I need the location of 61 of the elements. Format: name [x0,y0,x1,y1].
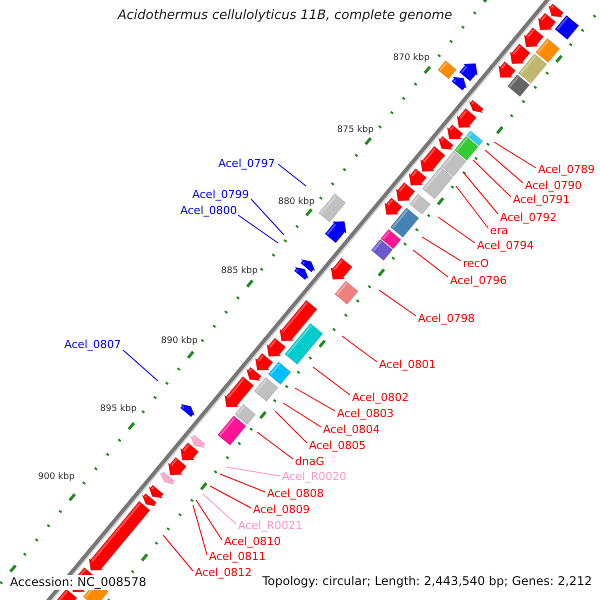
scale-label: 880 kbp [278,196,315,209]
scale-label: 900 kbp [38,471,75,484]
leader-line [438,216,476,244]
gene-label: Acel_0811 [209,550,266,563]
gene-label: Acel_0809 [253,503,310,516]
leader-line [256,432,294,460]
gene-label: Acel_0794 [477,239,534,252]
leader-line [462,172,498,214]
leader-line [196,500,222,540]
gene-label: Acel_R0020 [282,470,346,483]
leader-line [422,236,462,262]
scale-label: 870 kbp [393,52,430,65]
leader-line [226,466,280,476]
leader-line [210,486,252,508]
gene-label: Acel_0789 [538,163,595,176]
gene-label: Acel_0797 [218,157,275,170]
gene-label: Acel_0792 [500,211,557,224]
scale-label: 875 kbp [337,124,374,137]
gene-label: Acel_0807 [64,338,121,351]
gene-label: Acel_0796 [450,274,507,287]
gene-label: era [490,224,508,237]
scale-label: 895 kbp [100,403,137,416]
gene-label: Acel_0790 [525,179,582,192]
leader-line [494,142,536,168]
leader-line [202,494,236,524]
gene-label: recO [463,257,489,270]
leader-line [122,350,158,382]
gene-label: Acel_0808 [267,487,324,500]
genome-stats-text: Topology: circular; Length: 2,443,540 bp; Genes: 2,212 [262,575,592,588]
gene-label: Acel_R0021 [238,519,302,532]
gene-label: Acel_0799 [192,188,249,201]
leader-line [238,214,278,244]
leader-line [484,150,524,184]
gene-label: Acel_0805 [309,439,366,452]
gene-label: dnaG [295,455,324,468]
leader-line [412,250,448,278]
gene-label: Acel_0803 [337,407,394,420]
leader-line [220,474,266,492]
gene-label: Acel_0801 [379,358,436,371]
leader-line [472,160,512,198]
leader-line [282,402,322,428]
leader-line [192,504,208,556]
scale-label: 890 kbp [161,335,198,348]
leader-line [274,410,308,444]
gene-label: Acel_0798 [418,312,475,325]
gene-label: Acel_0800 [180,204,237,217]
gene-label: Acel_0810 [224,535,281,548]
leader-line [456,186,488,228]
leader-line [278,164,306,186]
scale-label: 885 kbp [221,265,258,278]
title: Acidothermus cellulolyticus 11B, complete genome [116,9,454,22]
gene-label: Acel_0791 [513,193,570,206]
gene-label: Acel_0802 [352,391,409,404]
leader-line [294,388,336,412]
leader-line [162,534,194,572]
leader-line [378,290,416,316]
gene-label: Acel_0804 [323,423,380,436]
gene-label: Acel_0812 [195,566,252,579]
leader-line [312,366,350,396]
leader-line [250,198,284,236]
leader-line [342,336,378,362]
